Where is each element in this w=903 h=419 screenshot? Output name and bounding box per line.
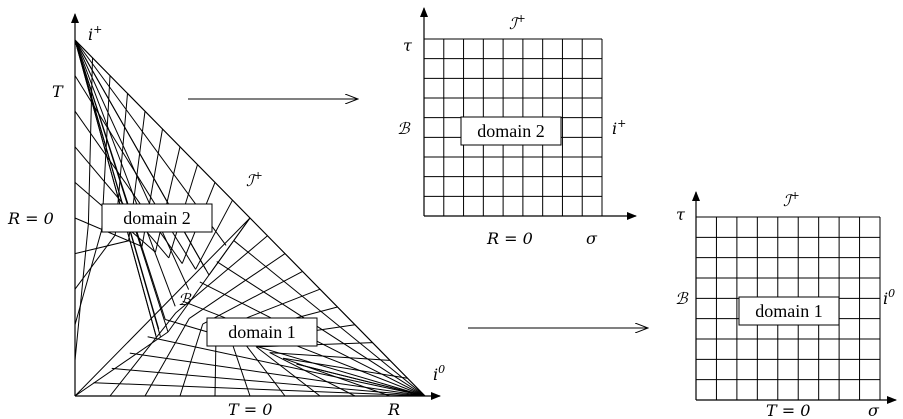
bottom-right-sigma-label: σ [868,401,880,419]
domain-1-rib-line [144,318,190,397]
domain-1-fan-line [111,367,426,397]
i-zero-label: i0 [433,363,445,384]
top-right-grid-panel: τ σ ℐ+ ℬ i+ R = 0 domain 2 [397,7,637,248]
domain-1-rib-line [282,357,391,397]
domain-1-rib-line [202,270,303,325]
domain-1-fan-line [216,261,426,397]
domain-2-fan-line [74,39,166,320]
bottom-right-boundary-B-label: ℬ [675,289,689,308]
domain-1-rib-line [296,363,426,397]
domain-1-rib-line [109,312,177,397]
domain-2-fan-line [74,39,160,330]
domain-2-fan-line [74,39,176,307]
left-triangle-panel: i+ T R = 0 T = 0 R i0 ℐ+ ℬ domain 2 doma… [7,13,445,419]
top-right-tau-label: τ [403,36,413,55]
bottom-right-grid-panel: τ σ ℐ+ ℬ i0 T = 0 domain 1 [675,189,897,419]
domain-2-fan-line [74,39,190,290]
left-boundary-B-label: ℬ [178,290,192,309]
left-domain-2-label: domain 2 [123,208,191,228]
domain-1-fan-line [93,382,426,397]
domain-1-fan-line [129,352,426,397]
domain-2-fan-line [74,39,157,336]
top-right-domain-2-box: domain 2 [460,116,562,146]
bottom-right-tau-label: τ [676,205,686,224]
domain-1-rib-line [162,217,251,308]
top-right-scri-plus-label: ℐ+ [509,12,526,33]
domain-1-rib-line [74,306,163,397]
domain-2-rib-line [74,240,129,255]
left-T-eq-0-label: T = 0 [228,400,272,419]
bottom-right-domain-1-label: domain 1 [755,301,823,321]
domain-1-fan-line [147,336,426,397]
domain-1-rib-line [189,253,286,319]
left-domain-2-box: domain 2 [101,203,213,233]
domain-1-rib-line [283,357,408,379]
top-right-domain-2-label: domain 2 [477,121,545,141]
domain-2-rib-line [74,146,170,259]
left-R-label: R [387,400,400,419]
bottom-right-scri-plus-label: ℐ+ [783,189,800,210]
top-right-R-eq-0-label: R = 0 [486,229,533,248]
top-right-boundary-B-label: ℬ [397,119,411,138]
domain-1-rib-line [175,235,268,314]
domain-2-rib-line [74,223,89,361]
bottom-right-T-eq-0-label: T = 0 [766,401,810,419]
domain-1-fan-line [233,239,426,397]
domain-2-rib-line [74,39,210,276]
top-right-i-plus-label: i+ [612,117,626,138]
domain-2-rib-line [195,199,233,270]
domain-2-rib-line [74,229,103,325]
domain-2-rib-line [154,146,181,253]
left-scri-plus-label: ℐ+ [246,169,263,190]
left-T-label: T [52,82,64,101]
domain-1-rib-line [269,352,356,397]
domain-1-rib-line [269,352,391,361]
left-domain-1-box: domain 1 [206,317,318,347]
i-plus-label: i+ [88,23,102,44]
left-domain-1-label: domain 1 [228,322,296,342]
domain-1-fan-line [182,300,426,397]
domain-1-rib-line [242,340,286,397]
domain-2-rib-line [74,234,116,290]
domain-1-fan-line [249,217,426,397]
left-R-eq-0-label: R = 0 [7,209,54,228]
top-right-sigma-label: σ [586,229,598,248]
bottom-right-domain-1-box: domain 1 [738,296,840,326]
domain-1-rib-line [255,346,321,397]
boundary-line [74,331,169,397]
domain-2-rib-line [208,217,251,276]
domain-1-rib-line [179,323,204,397]
bottom-right-i-zero-label: i0 [883,287,895,308]
domain-2-rib-line [74,75,197,270]
domain-2-fan-line [74,39,251,219]
domain-2-rib-line [74,110,183,264]
